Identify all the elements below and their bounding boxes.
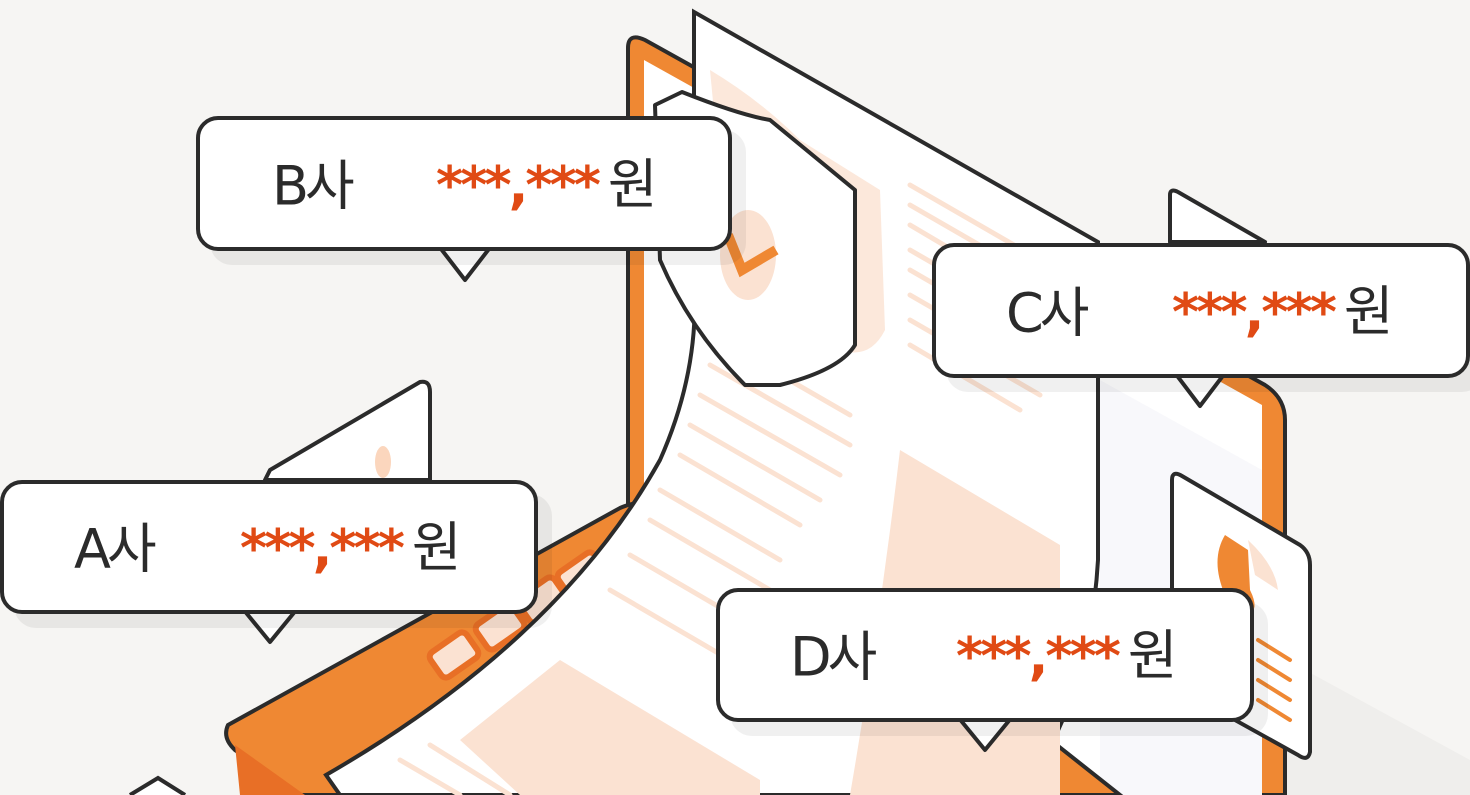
small-card-top-right xyxy=(1168,188,1267,244)
price-value: ***,*** 원 xyxy=(956,611,1178,690)
price-bubble-a: A사 ***,*** 원 xyxy=(0,480,538,614)
price-bubble-c: C사 ***,*** 원 xyxy=(932,243,1470,378)
company-label: C사 xyxy=(1006,280,1089,344)
price-bubble-d: D사 ***,*** 원 xyxy=(716,588,1254,722)
price-bubble-b: B사 ***,*** 원 xyxy=(196,116,732,251)
price-mask: ***,*** xyxy=(240,518,405,579)
small-card-left xyxy=(263,379,432,482)
price-mask: ***,*** xyxy=(1172,282,1337,343)
price-value: ***,*** 원 xyxy=(436,139,658,218)
currency-unit: 원 xyxy=(1127,623,1178,687)
price-mask: ***,*** xyxy=(956,626,1121,687)
price-value: ***,*** 원 xyxy=(1172,266,1394,345)
price-mask: ***,*** xyxy=(436,155,601,216)
company-label: D사 xyxy=(790,625,877,689)
company-label: A사 xyxy=(74,517,157,581)
price-value: ***,*** 원 xyxy=(240,503,462,582)
currency-unit: 원 xyxy=(411,515,462,579)
currency-unit: 원 xyxy=(1343,279,1394,343)
company-label: B사 xyxy=(272,153,355,217)
currency-unit: 원 xyxy=(607,152,658,216)
small-card-bottom-left xyxy=(128,775,187,795)
bubble-tails xyxy=(241,243,1227,752)
